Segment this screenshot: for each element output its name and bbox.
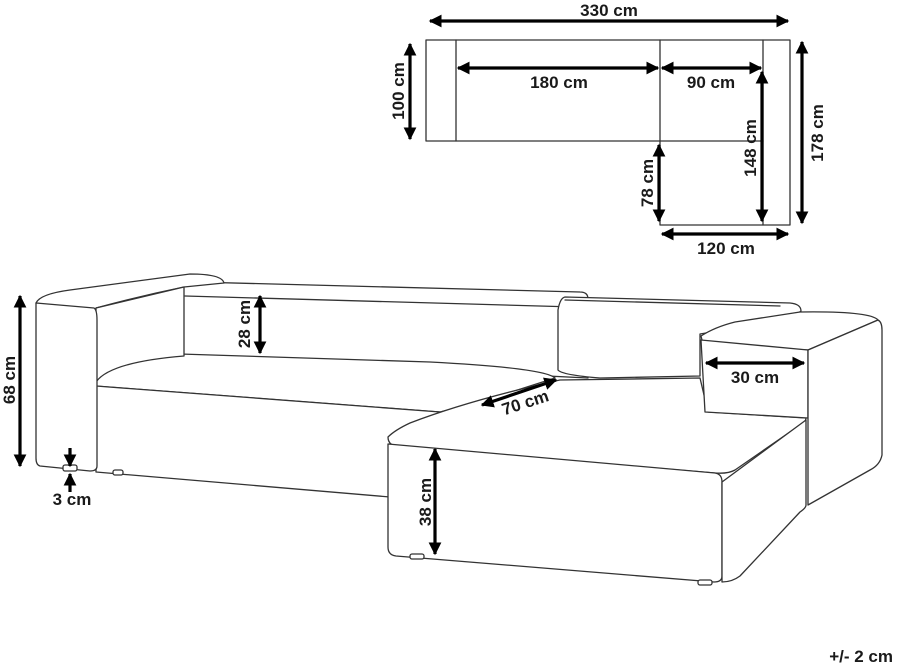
label-total-height: 68 cm [0,356,19,404]
chaise-front-foot-right [697,579,713,586]
label-chaise-width: 120 cm [697,239,755,258]
corner-back-cushion [557,296,802,379]
label-total-width: 330 cm [580,1,638,20]
corner-back-cushion-topline [564,299,781,307]
side-view-dimension-arrows [13,294,806,556]
label-chaise-extension: 78 cm [638,159,657,207]
label-total-depth: 178 cm [808,104,827,162]
chaise-seat-front [387,443,723,583]
label-main-section: 180 cm [530,73,588,92]
label-seat-height: 38 cm [416,478,435,526]
arrow-seat-depth [480,377,558,408]
label-backrest-height: 28 cm [235,300,254,348]
top-view-labels: 330 cm 100 cm 180 cm 90 cm 148 cm 178 cm… [389,1,827,258]
left-armrest-front [35,302,98,472]
main-back-cushion-topline [184,295,576,308]
left-armrest-side [95,286,185,383]
main-seat-foot [112,469,124,476]
right-armrest-outer-side [807,319,883,506]
label-chaise-inner-length: 148 cm [741,119,760,177]
sofa-perspective-drawing [35,273,883,586]
label-depth: 100 cm [389,62,408,120]
plan-outline [425,39,791,226]
top-view-dimension-arrows [403,14,809,241]
label-corner-section: 90 cm [687,73,735,92]
tolerance-note: +/- 2 cm [829,647,893,666]
chaise-front-foot-left [409,553,425,560]
label-armrest-width: 30 cm [731,368,779,387]
label-leg-height: 3 cm [53,490,92,509]
chaise-seat-side [721,419,807,583]
